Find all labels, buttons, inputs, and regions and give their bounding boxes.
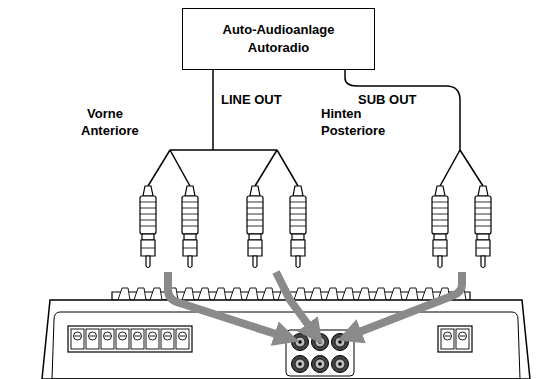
cable (212, 70, 214, 150)
rca-plug (140, 186, 156, 268)
cable (460, 150, 483, 186)
device-label: Autoradio (248, 39, 309, 57)
insert-arrow (168, 272, 462, 336)
amplifier (42, 288, 530, 379)
channel-label: Hinten (320, 106, 362, 122)
rca-jack (292, 334, 309, 351)
cable (148, 150, 170, 186)
signal-name: SUB OUT (357, 92, 418, 108)
channel-label: Posteriore (320, 123, 386, 139)
rca-jack (312, 356, 329, 373)
cable (277, 150, 298, 186)
channel-label: Anteriore (80, 123, 140, 139)
cable (440, 150, 460, 186)
rca-plug (182, 186, 198, 268)
rca-plug (475, 186, 491, 268)
terminal-block (68, 326, 192, 352)
rca-plug (247, 186, 263, 268)
cable (170, 149, 277, 151)
channel-label: Vorne (86, 106, 124, 122)
rca-jack (332, 356, 349, 373)
rca-jack (312, 334, 329, 351)
cable (255, 150, 277, 186)
terminal-block (438, 326, 472, 352)
device-box: Auto-AudioanlageAutoradio (182, 8, 375, 70)
rca-jack (332, 334, 349, 351)
rca-plug (290, 186, 306, 268)
rca-jack (292, 356, 309, 373)
signal-name: LINE OUT (220, 92, 283, 108)
device-label: Auto-Audioanlage (223, 21, 335, 39)
rca-plug (432, 186, 448, 268)
cable (170, 150, 190, 186)
